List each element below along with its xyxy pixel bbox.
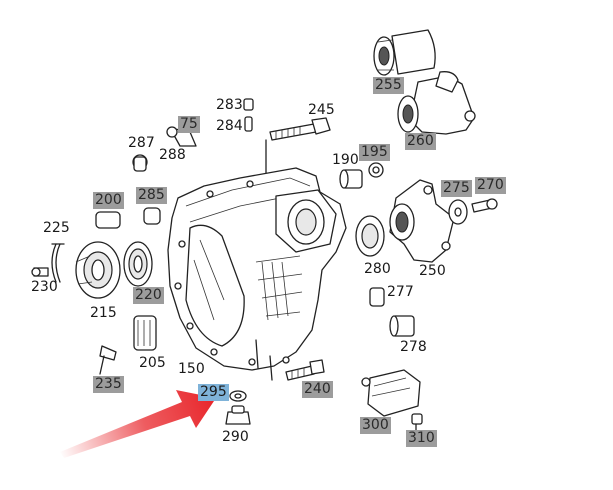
part-150-housing-drawing [167, 167, 347, 381]
label-75[interactable]: 75 [178, 116, 200, 133]
label-255[interactable]: 255 [373, 77, 404, 94]
label-230[interactable]: 230 [31, 279, 58, 295]
label-215[interactable]: 215 [90, 305, 117, 321]
part-220-drawing [123, 241, 153, 287]
label-310[interactable]: 310 [406, 430, 437, 447]
label-278[interactable]: 278 [400, 339, 427, 355]
label-284[interactable]: 284 [216, 118, 243, 134]
label-290[interactable]: 290 [222, 429, 249, 445]
label-277[interactable]: 277 [387, 284, 414, 300]
label-285[interactable]: 285 [136, 187, 167, 204]
part-250-drawing [389, 179, 455, 263]
part-278-drawing [389, 315, 415, 337]
part-230-drawing [31, 267, 49, 277]
part-270-drawing [471, 198, 498, 213]
part-235-drawing [99, 345, 117, 375]
label-295[interactable]: 295 [198, 384, 229, 401]
part-255-drawing [373, 29, 436, 76]
part-287-288-drawing [132, 154, 148, 172]
part-285-drawing [143, 207, 161, 225]
label-190[interactable]: 190 [332, 152, 359, 168]
part-295-washer-drawing [229, 390, 247, 402]
label-288[interactable]: 288 [159, 147, 186, 163]
part-290-plug-drawing [225, 405, 251, 425]
label-280[interactable]: 280 [364, 261, 391, 277]
label-195[interactable]: 195 [359, 144, 390, 161]
label-220[interactable]: 220 [133, 287, 164, 304]
highlight-arrow [60, 390, 216, 458]
part-225-drawing [51, 243, 65, 283]
label-235[interactable]: 235 [93, 376, 124, 393]
part-283-284-drawing [243, 98, 254, 132]
part-280-drawing [355, 215, 385, 257]
part-310-drawing [411, 413, 423, 433]
label-225[interactable]: 225 [43, 220, 70, 236]
part-190-195-drawing [339, 162, 384, 189]
label-150[interactable]: 150 [178, 361, 205, 377]
label-250[interactable]: 250 [419, 263, 446, 279]
part-260-drawing [397, 71, 476, 135]
part-245-bolt-drawing [265, 117, 331, 179]
label-270[interactable]: 270 [475, 177, 506, 194]
part-205-drawing [133, 315, 157, 351]
part-277-drawing [369, 287, 385, 307]
part-240-bolt-drawing [285, 359, 325, 381]
part-275-drawing [448, 199, 468, 225]
label-283[interactable]: 283 [216, 97, 243, 113]
label-200[interactable]: 200 [93, 192, 124, 209]
label-260[interactable]: 260 [405, 133, 436, 150]
label-287[interactable]: 287 [128, 135, 155, 151]
label-275[interactable]: 275 [441, 180, 472, 197]
label-240[interactable]: 240 [302, 381, 333, 398]
part-200-drawing [95, 211, 121, 229]
label-205[interactable]: 205 [139, 355, 166, 371]
label-245[interactable]: 245 [308, 102, 335, 118]
part-300-module-drawing [361, 369, 421, 417]
part-215-bearing-drawing [75, 241, 121, 299]
label-300[interactable]: 300 [360, 417, 391, 434]
